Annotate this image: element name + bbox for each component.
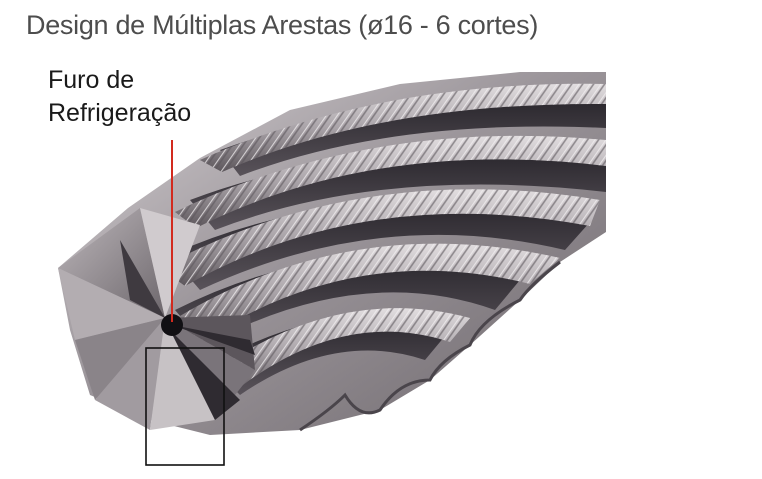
diagram-title: Design de Múltiplas Arestas (ø16 - 6 cor… — [26, 10, 539, 40]
coolant-hole-label: Furo de Refrigeração — [48, 64, 191, 130]
coolant-hole-label-line2: Refrigeração — [48, 99, 192, 127]
detail-box — [145, 347, 225, 466]
coolant-hole-label-line1: Furo de — [48, 66, 135, 94]
tool-end-face — [58, 208, 255, 430]
serrated-cutting-edges — [160, 83, 606, 432]
coolant-hole — [161, 314, 183, 336]
